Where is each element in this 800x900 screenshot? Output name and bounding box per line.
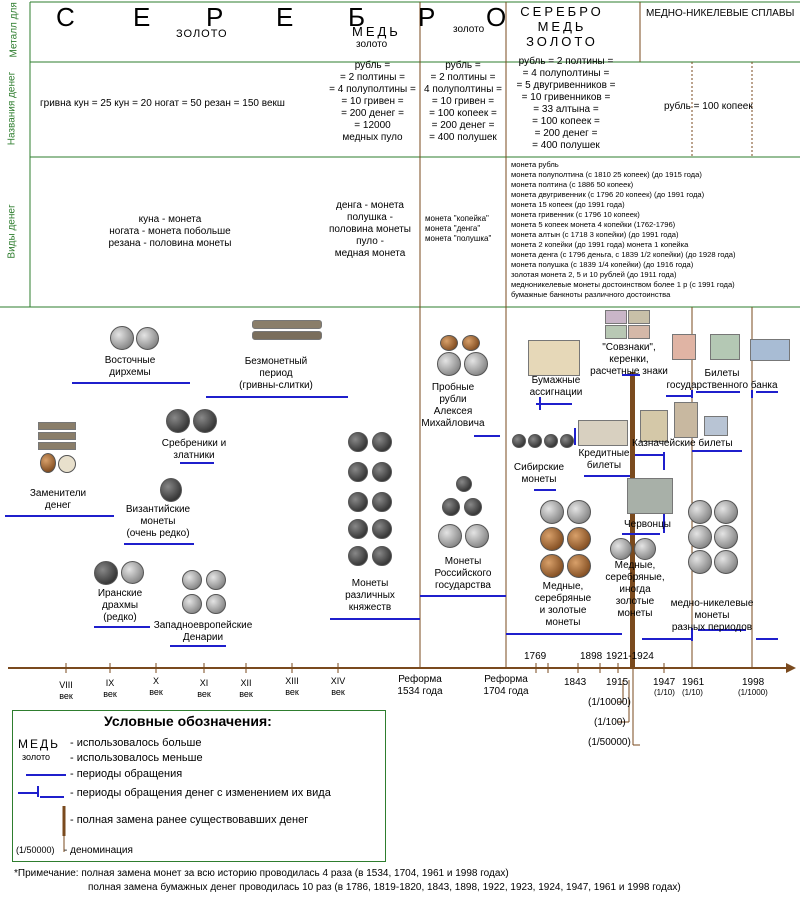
kinds-kievan: куна - монета ногата - монета побольше р… [108,214,232,249]
axis-century: XI век [197,678,211,699]
label-trial-roubles: Пробные рубли Алексея Михайловича [421,382,485,429]
metal-reform-block: СЕРЕБРО МЕДЬ ЗОЛОТО [520,4,604,49]
axis-year: 1947 [653,677,676,688]
axis-century: XIV век [330,676,346,697]
axis-year: 1769 [524,651,547,662]
label-principalities: Монеты различных княжеств [345,578,395,613]
label-iranian: Иранские драхмы (редко) [97,588,143,623]
label-treasury: Казначейские билеты [632,438,733,449]
label-substitutes: Заменители денег [29,488,87,511]
axis-century: X век [149,676,163,697]
names-imperial: рубль = 2 полтины = = 4 полуполтины = = … [516,56,616,151]
metal-letter: Е [276,2,294,32]
legend-full-replace: - полная замена ранее существовавших ден… [70,814,309,826]
label-cupronickel: медно-никелевые монеты разных периодов [670,598,754,633]
metal-letter: Е [133,2,151,32]
legend-more: - использовалось больше [70,737,202,749]
axis-century: XII век [239,678,253,699]
legend-periods-change: - периоды обращения денег с изменением и… [70,787,331,799]
axis-year: 1921-1924 [606,651,654,662]
legend-less: - использовалось меньше [70,752,203,764]
legend-denom: - деноминация [64,845,133,856]
axis-year: 1998 [742,677,765,688]
label-siberian: Сибирские монеты [513,462,565,485]
metal-letter: С [56,2,75,32]
axis-year: 1843 [564,677,587,688]
axis-denomination: (1/10000) [588,697,631,708]
axis-denomination: (1/100) [594,717,626,728]
metal-letter: О [486,2,507,32]
legend-med: МЕДЬ [18,737,61,751]
label-imperial-coins: Медные, серебряные и золотые монеты [534,581,592,628]
label-soviet-coins: Медные, серебряные, иногда золотые монет… [605,560,665,619]
names-kievan: гривна кун = 25 кун = 20 ногат = 50 реза… [40,98,285,109]
label-credit-notes: Кредитные билеты [578,448,630,471]
footnote-notes: полная замена бумажных денег проводилась… [88,882,681,893]
axis-year: 1898 [580,651,603,662]
label-dirhams: Восточные дирхемы [104,355,156,378]
names-1704: рубль = = 2 полтины = 4 полуполтины = = … [423,60,503,143]
axis-century: VIII век [59,680,73,701]
label-sovznaki: "Совзнаки", керенки, расчетные знаки [590,342,668,377]
label-russian-state: Монеты Российского государства [434,556,492,591]
label-state-bank: Билеты государственного банка [666,368,778,391]
metal-zoloto: ЗОЛОТО [176,28,228,40]
label-european: Западноевропейские Денарии [153,620,253,643]
label-bezmonetny: Безмонетный период (гривны-слитки) [239,356,313,391]
axis-year: 1915 [606,677,629,688]
axis-denomination: (1/10) [654,688,675,697]
legend-box [12,710,386,862]
kinds-imperial: монета рубль монета полуполтина (с 1810 … [511,160,736,299]
label-byzantine: Византийские монеты (очень редко) [125,504,191,539]
names-modern: рубль = 100 копеек [664,101,753,112]
axis-denomination: (1/50000) [588,737,631,748]
legend-zoloto: золото [22,752,51,762]
metal-letter: Р [418,2,436,32]
metal-letter: Б [348,2,366,32]
metal-zoloto-small: золото [453,24,485,35]
label-srebreniki: Сребреники и златники [161,438,227,461]
axis-denomination: (1/1000) [738,688,768,697]
legend-periods: - периоды обращения [70,768,183,780]
legend-title: Условные обозначения: [104,713,272,729]
kinds-1534: денга - монета полушка - половина монеты… [329,200,411,259]
kinds-1704: монета "копейка" монета "денга" монета "… [425,214,492,243]
axis-reform-1704: Реформа 1704 года [483,674,529,697]
axis-denomination: (1/10) [682,688,703,697]
label-chervontsy: Червонцы [624,519,671,530]
axis-century: XIII век [285,676,299,697]
axis-century: IX век [103,678,117,699]
metal-med: МЕДЬ [352,24,401,39]
names-1534: рубль = = 2 полтины = = 4 полуполтины = … [329,60,416,143]
metal-alloys: МЕДНО-НИКЕЛЕВЫЕ СПЛАВЫ [646,8,795,19]
axis-year: 1961 [682,677,705,688]
metal-zoloto-small: золото [356,39,388,50]
metal-letter: Р [206,2,224,32]
axis-reform-1534: Реформа 1534 года [397,674,443,697]
label-assignats: Бумажные ассигнации [529,375,583,398]
footnote-coins: *Примечание: полная замена монет за всю … [14,868,509,879]
legend-denom-label: (1/50000) [16,845,55,855]
